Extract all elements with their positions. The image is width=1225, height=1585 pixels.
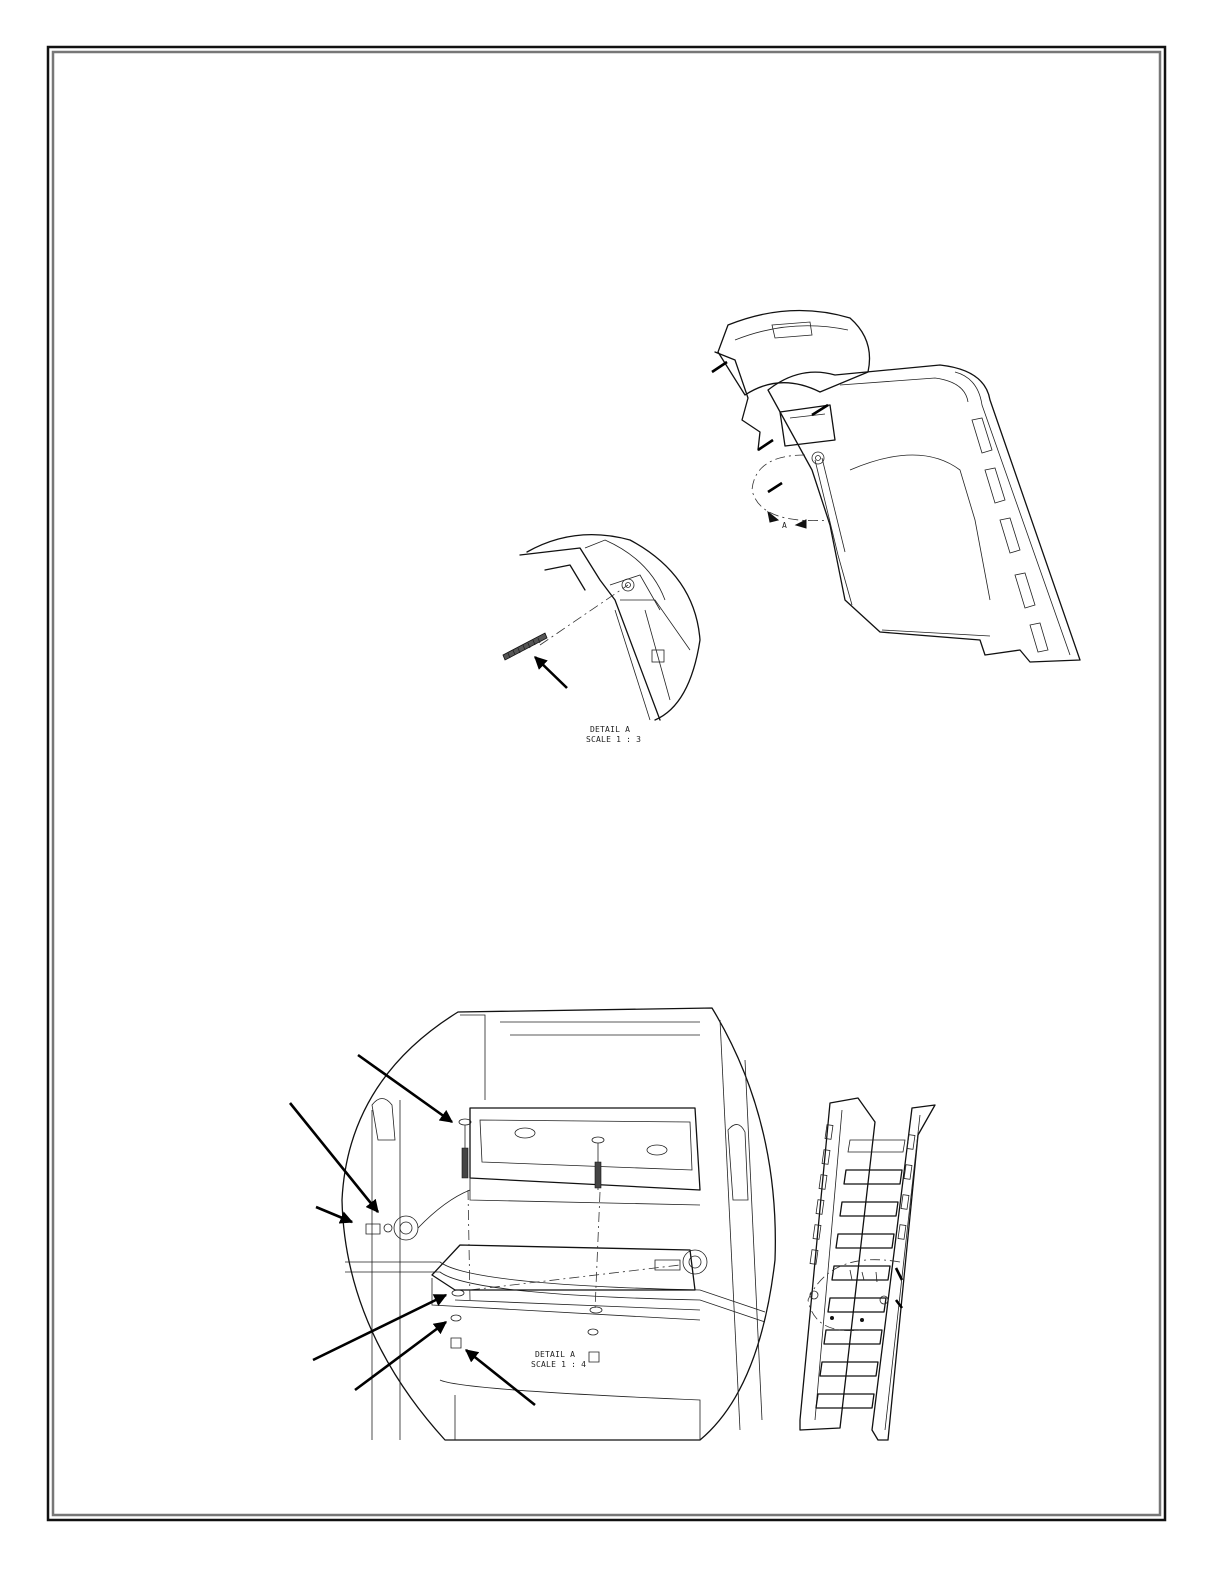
detail-a-top: [503, 535, 700, 720]
threaded-pin: [503, 633, 547, 660]
detail-a-top-title: DETAIL A: [590, 725, 630, 734]
detail-a-bottom-scale: SCALE 1 : 4: [531, 1360, 586, 1369]
slide-section-view: [712, 310, 1080, 662]
ladder-overview: [800, 1098, 935, 1440]
detail-a-bottom: [290, 1008, 775, 1440]
section-marker-label: A: [782, 521, 787, 530]
detail-a-bottom-title: DETAIL A: [535, 1350, 575, 1359]
detail-a-top-scale: SCALE 1 : 3: [586, 735, 641, 744]
page-border: [48, 47, 1165, 1520]
